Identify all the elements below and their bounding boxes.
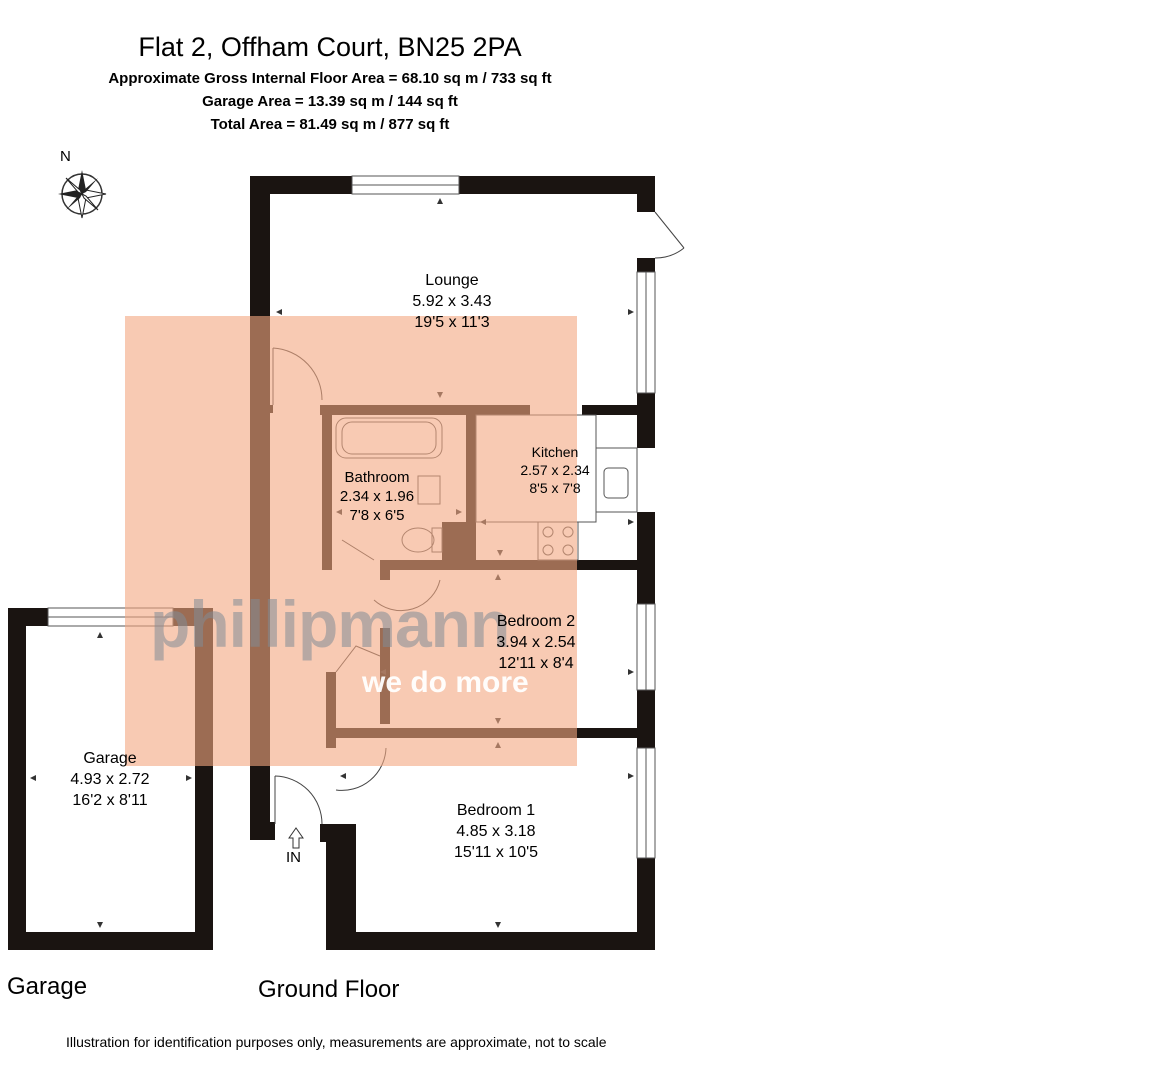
room-imperial: 12'11 x 8'4 xyxy=(498,655,574,672)
total-area-text: Total Area = 81.49 sq m / 877 sq ft xyxy=(210,116,450,133)
plan-title: Flat 2, Offham Court, BN25 2PA xyxy=(138,32,522,62)
floor-label-ground: Ground Floor xyxy=(258,976,400,1003)
room-metric: 3.94 x 2.54 xyxy=(496,634,576,651)
compass-north-label: N xyxy=(60,148,71,165)
room-metric: 2.57 x 2.34 xyxy=(520,462,590,478)
room-name: Kitchen xyxy=(531,444,579,460)
gross-area-text: Approximate Gross Internal Floor Area = … xyxy=(108,70,552,87)
room-bedroom-1: Bedroom 1 4.85 x 3.18 15'11 x 10'5 xyxy=(430,800,562,863)
room-name: Bathroom xyxy=(344,469,410,486)
garage-area-text: Garage Area = 13.39 sq m / 144 sq ft xyxy=(202,93,458,110)
room-kitchen: Kitchen 2.57 x 2.34 8'5 x 7'8 xyxy=(505,443,605,497)
room-metric: 2.34 x 1.96 xyxy=(339,488,415,505)
disclaimer-text: Illustration for identification purposes… xyxy=(66,1034,607,1050)
room-metric: 5.92 x 3.43 xyxy=(412,293,492,310)
room-name: Lounge xyxy=(425,272,479,289)
room-metric: 4.85 x 3.18 xyxy=(456,823,536,840)
floor-label-garage: Garage xyxy=(7,973,88,1000)
room-imperial: 19'5 x 11'3 xyxy=(414,314,490,331)
entrance-arrow-icon xyxy=(288,827,304,849)
room-garage: Garage 4.93 x 2.72 16'2 x 8'11 xyxy=(46,748,174,811)
room-imperial: 8'5 x 7'8 xyxy=(529,480,581,496)
room-imperial: 16'2 x 8'11 xyxy=(72,792,148,809)
entrance-label: IN xyxy=(286,849,301,866)
room-bedroom-2: Bedroom 2 3.94 x 2.54 12'11 x 8'4 xyxy=(470,611,602,674)
room-metric: 4.93 x 2.72 xyxy=(70,771,150,788)
watermark-brand: phillipmann xyxy=(150,587,510,661)
room-name: Bedroom 2 xyxy=(496,613,576,630)
room-name: Bedroom 1 xyxy=(456,802,536,819)
room-name: Garage xyxy=(83,750,137,767)
watermark-tagline: we do more xyxy=(362,666,529,699)
windows xyxy=(47,175,656,859)
room-imperial: 7'8 x 6'5 xyxy=(349,507,405,524)
room-bathroom: Bathroom 2.34 x 1.96 7'8 x 6'5 xyxy=(326,468,428,525)
compass-rose-icon xyxy=(58,170,107,219)
room-lounge: Lounge 5.92 x 3.43 19'5 x 11'3 xyxy=(372,270,532,333)
watermark-overlay xyxy=(125,316,577,766)
room-imperial: 15'11 x 10'5 xyxy=(453,844,539,861)
